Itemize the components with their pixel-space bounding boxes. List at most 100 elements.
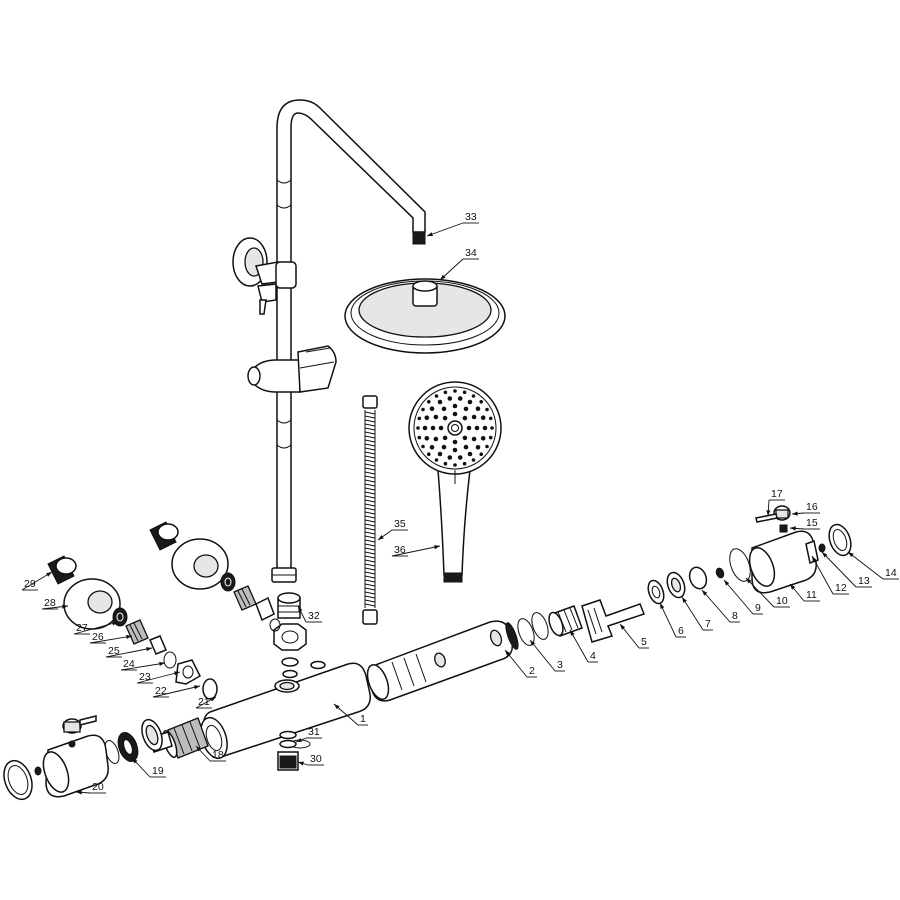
part-label-18: 18 [195, 745, 226, 762]
leader-line [73, 621, 119, 635]
leader-arrowhead [174, 671, 180, 676]
leader-arrowhead [76, 790, 82, 795]
part-number: 20 [92, 781, 104, 793]
nozzle-dot [429, 445, 435, 450]
part-label-36: 36 [391, 544, 441, 557]
nozzle-dot [453, 389, 457, 393]
leader-arrowhead [159, 661, 165, 666]
part-label-13: 13 [821, 551, 872, 588]
lower-outlet-stack [277, 730, 299, 771]
nozzle-dot [471, 458, 476, 462]
nozzle-dot [480, 436, 486, 441]
part-label-10: 10 [745, 577, 790, 608]
leader-arrowhead [62, 604, 68, 609]
leader-line [821, 551, 857, 588]
nozzle-dot [475, 406, 481, 412]
part-number: 24 [123, 658, 135, 670]
part-number: 12 [835, 582, 847, 594]
part-number: 7 [705, 618, 711, 630]
riser-rail [271, 99, 426, 583]
part-label-20: 20 [75, 781, 106, 795]
part-label-6: 6 [659, 602, 686, 638]
part-label-26: 26 [89, 631, 133, 644]
nozzle-dot [463, 444, 469, 450]
leader-line [504, 649, 528, 678]
part-label-22: 22 [152, 685, 201, 698]
nozzle-dot [424, 415, 430, 421]
cartridge-parts [517, 599, 645, 646]
nozzle-dot [427, 452, 431, 457]
part-label-25: 25 [105, 645, 153, 658]
nozzle-dot [427, 400, 431, 404]
leader-arrowhead [434, 545, 440, 550]
nozzle-dot [482, 425, 488, 431]
part-label-29: 29 [21, 571, 53, 591]
part-label-7: 7 [681, 596, 713, 631]
leader-arrowhead [427, 232, 433, 236]
nozzle-dot [434, 394, 439, 398]
part-label-1: 1 [333, 703, 368, 726]
nozzle-dot [438, 425, 444, 431]
diverter-handle [729, 523, 852, 594]
leader-arrowhead [378, 535, 384, 540]
leader-arrowhead [296, 738, 302, 742]
leader-line [745, 577, 775, 608]
nozzle-dot [479, 452, 484, 457]
part-number: 34 [465, 247, 477, 259]
nozzle-dot [417, 416, 422, 421]
leader-line [659, 602, 677, 638]
leader-arrowhead [298, 761, 304, 766]
nozzle-dot [437, 399, 443, 405]
leader-arrowhead [790, 584, 796, 590]
part-number: 6 [678, 625, 684, 637]
overhead-shower-head [344, 278, 506, 354]
leader-arrowhead [660, 603, 665, 609]
handle-set-screw [755, 505, 791, 533]
elbow-right [149, 521, 281, 632]
nozzle-dot [452, 439, 458, 445]
nozzle-dot [475, 445, 481, 450]
nozzle-dot [467, 451, 473, 457]
leader-line [811, 555, 834, 595]
leader-arrowhead [822, 552, 828, 558]
part-number: 23 [139, 671, 151, 683]
nozzle-dot [443, 461, 448, 466]
leader-arrowhead [505, 650, 511, 656]
leader-line [120, 662, 166, 671]
part-label-27: 27 [73, 621, 119, 635]
nozzle-dot [462, 415, 468, 421]
nozzle-dot [422, 425, 428, 431]
part-number: 4 [590, 650, 596, 662]
part-number: 11 [806, 589, 817, 601]
part-label-2: 2 [504, 649, 537, 678]
part-label-19: 19 [131, 757, 166, 778]
nozzle-dot [421, 407, 425, 412]
leader-line [136, 671, 181, 684]
nozzle-dot [441, 444, 447, 450]
leader-arrowhead [440, 274, 446, 280]
leader-arrowhead [196, 746, 202, 752]
part-number: 28 [44, 597, 56, 609]
nozzle-dot [430, 425, 436, 431]
leader-line [847, 551, 884, 580]
nozzle-dot [457, 455, 463, 460]
nozzle-dot [433, 414, 439, 420]
leader-arrowhead [790, 526, 796, 531]
part-label-23: 23 [136, 671, 181, 684]
nozzle-dot [474, 425, 480, 431]
leader-line [152, 685, 201, 698]
part-number: 25 [108, 645, 120, 657]
part-number: 27 [76, 622, 88, 634]
leader-line [681, 596, 704, 631]
nozzle-dot [429, 406, 435, 412]
leader-arrowhead [682, 597, 687, 603]
leader-arrowhead [46, 572, 52, 577]
part-number: 18 [212, 749, 224, 761]
part-number: 36 [394, 544, 406, 556]
nozzle-dot [417, 435, 422, 440]
leader-arrowhead [702, 590, 708, 596]
cartridge-rings [647, 566, 725, 605]
part-label-5: 5 [619, 623, 649, 649]
part-label-14: 14 [847, 551, 899, 580]
